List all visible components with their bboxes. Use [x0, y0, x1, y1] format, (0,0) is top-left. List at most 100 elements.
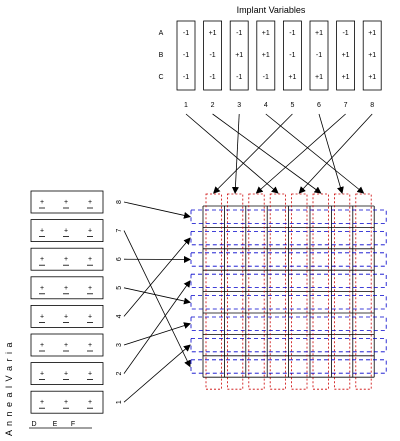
anneal-value: + [40, 313, 44, 320]
implant-value: +1 [288, 74, 296, 81]
anneal-row-number: 7 [116, 229, 123, 233]
anneal-value: + [88, 228, 92, 235]
anneal-arrow [123, 322, 191, 346]
implant-column-number: 5 [290, 102, 294, 109]
implant-box-outline [203, 20, 223, 91]
implant-arrow [212, 113, 293, 194]
implant-box: -1+1-1 [229, 20, 249, 91]
implant-arrow [318, 113, 344, 194]
implant-value: +1 [368, 52, 376, 59]
anneal-value: + [64, 313, 68, 320]
anneal-arrow [123, 201, 191, 219]
anneal-box: +++ [30, 333, 104, 357]
anneal-box-outline [30, 304, 104, 328]
implant-value: -1 [209, 52, 215, 59]
anneal-value: + [40, 199, 44, 206]
anneal-box: + + + [30, 362, 104, 386]
implant-value: +1 [368, 74, 376, 81]
implant-arrow [231, 113, 240, 194]
anneal-column-label: F [71, 421, 75, 428]
implant-value: +1 [342, 74, 350, 81]
implant-variable-boxes: -1-1-1+1-1-1-1+1-1+1+1-1-1-1+1+1-1+1-1+1… [176, 20, 382, 91]
implant-value: +1 [262, 30, 270, 37]
implant-box: -1 -1 +1 [282, 20, 302, 91]
implant-arrow [265, 113, 365, 194]
implant-value: +1 [235, 52, 243, 59]
grid-column-outline [269, 193, 287, 390]
implant-box-outline [282, 20, 302, 91]
implant-column-number: 4 [264, 102, 268, 109]
anneal-box-outline [30, 333, 104, 357]
grid-column-outline [226, 193, 244, 390]
grid-column-outline [248, 193, 265, 390]
implant-value: -1 [236, 74, 242, 81]
implant-row-label: C [158, 74, 163, 81]
implant-value: -1 [342, 30, 348, 37]
implant-value: -1 [289, 52, 295, 59]
anneal-box: +++ [30, 247, 104, 271]
implant-box-outline [176, 20, 196, 91]
implant-box-outline [229, 20, 249, 91]
implant-row-labels: A B C [158, 30, 163, 81]
anneal-column-label: E [53, 421, 58, 428]
anneal-arrow [123, 287, 191, 305]
anneal-value: + [40, 371, 44, 378]
anneal-value: + [88, 371, 92, 378]
implant-box-outline [362, 20, 382, 91]
anneal-row-number: 6 [116, 257, 123, 261]
grid-column-outline [333, 193, 351, 390]
anneal-value: + [88, 285, 92, 292]
anneal-value: + [40, 399, 44, 406]
implant-column-number: 3 [237, 102, 241, 109]
anneal-box-outline [30, 390, 104, 414]
implant-box: -1-1-1 [176, 20, 196, 91]
implant-value: +1 [315, 74, 323, 81]
anneal-column-label: D [31, 421, 36, 428]
grid-column-outline [355, 193, 372, 390]
grid-column-outline [312, 193, 329, 390]
implant-value: -1 [209, 74, 215, 81]
anneal-box-outline [30, 190, 104, 214]
implant-value: -1 [316, 52, 322, 59]
implant-value: -1 [289, 30, 295, 37]
implant-column-number: 7 [344, 102, 348, 109]
anneal-value: + [64, 228, 68, 235]
implant-value: +1 [262, 52, 270, 59]
anneal-value: + [64, 371, 68, 378]
anneal-variables-title: A n n e a l V a r i a [4, 341, 14, 436]
anneal-row-number: 3 [116, 343, 123, 347]
anneal-arrow [123, 230, 191, 368]
anneal-arrow [123, 344, 191, 403]
anneal-row-number: 5 [116, 286, 123, 290]
implant-arrow [212, 113, 322, 194]
implant-value: +1 [342, 52, 350, 59]
anneal-arrow [123, 237, 191, 317]
grid-column-outline [205, 193, 222, 390]
implant-arrow [255, 113, 346, 194]
implant-column-number: 1 [184, 102, 188, 109]
anneal-variable-boxes: ++++++++++++++++++++++++ [30, 190, 104, 414]
implant-value: +1 [209, 30, 217, 37]
anneal-value: + [88, 399, 92, 406]
implant-value: -1 [263, 74, 269, 81]
implant-row-label: A [159, 30, 164, 37]
anneal-box-outline [30, 219, 104, 243]
anneal-value: + [88, 256, 92, 263]
implant-arrow [185, 113, 279, 194]
implant-variables-title: Implant Variables [237, 5, 306, 15]
anneal-value: + [64, 285, 68, 292]
anneal-value: + [64, 256, 68, 263]
anneal-value: + [40, 342, 44, 349]
anneal-row-number: 4 [116, 314, 123, 318]
implant-box: +1-1+1 [309, 20, 329, 91]
response-grid [202, 205, 375, 378]
anneal-box: +++ [30, 304, 104, 328]
implant-value: -1 [183, 74, 189, 81]
anneal-row-number: 1 [116, 400, 123, 404]
implant-row-label: B [159, 52, 164, 59]
implant-arrow [298, 113, 373, 194]
implant-to-grid-arrows [185, 113, 373, 194]
